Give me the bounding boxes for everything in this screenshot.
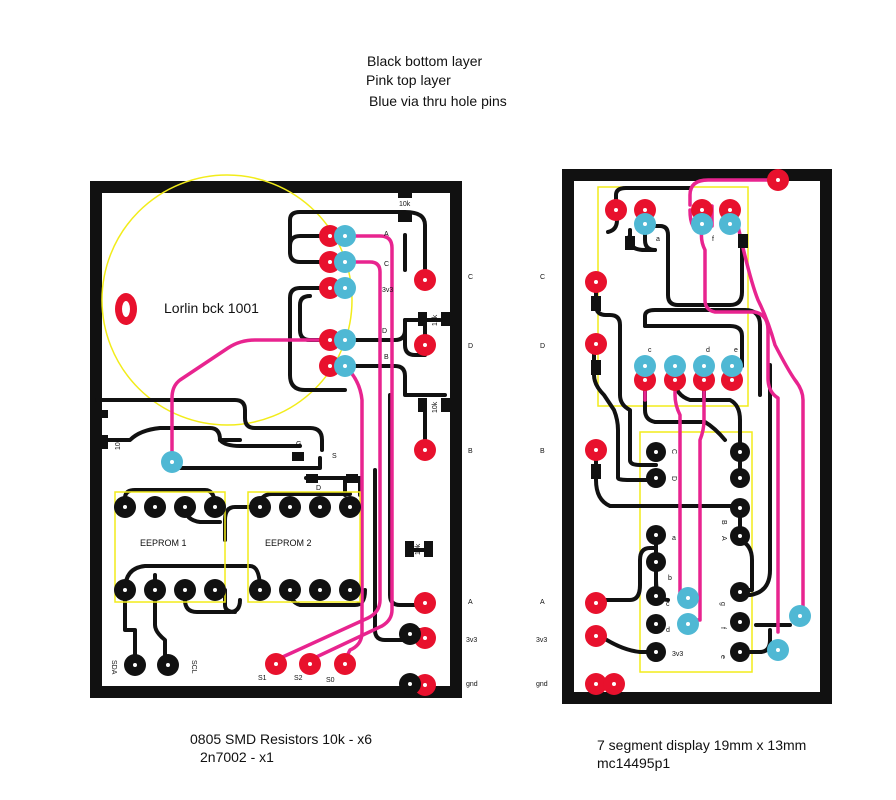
seg-label-d: d xyxy=(706,347,710,354)
chip-label-seg-c: c xyxy=(666,601,670,608)
potentiometer-outline xyxy=(101,174,353,426)
left-edge-label-d: D xyxy=(468,343,473,350)
eeprom-pads xyxy=(114,496,361,601)
left-edge-label-b: B xyxy=(468,448,473,455)
right-outer-label-b: B xyxy=(540,448,545,455)
net-label-a: A xyxy=(384,231,389,238)
chip-label-seg-f: f xyxy=(719,627,726,629)
seg-label-e: e xyxy=(734,347,738,354)
chip-label-seg-e: e xyxy=(719,655,726,659)
label-s1: S1 xyxy=(258,675,267,682)
label-s0: S0 xyxy=(326,677,335,684)
chip-label-seg-a: a xyxy=(672,535,676,542)
seg-label-f: f xyxy=(712,236,714,243)
resistor-label-b: 10k xyxy=(432,401,439,413)
left-blue-vias xyxy=(161,225,356,473)
label-s2: S2 xyxy=(294,675,303,682)
seg-label-b: b xyxy=(627,236,631,243)
right-outer-label-a: A xyxy=(540,599,545,606)
right-edge-labels: C D B A 3v3 gnd xyxy=(536,274,548,688)
seg-label-g: g xyxy=(740,236,744,243)
chip-label-d: D xyxy=(670,476,677,481)
legend-top-layer: Pink top layer xyxy=(366,72,451,88)
right-bottom-traces xyxy=(592,186,792,688)
chip-label-3v3: 3v3 xyxy=(672,651,683,658)
net-label-d-fet: D xyxy=(316,485,321,492)
left-black-pads xyxy=(124,623,421,695)
net-label-c: C xyxy=(384,261,389,268)
left-edge-label-3v3: 3v3 xyxy=(466,637,477,644)
legend-via-pins: Blue via thru hole pins xyxy=(369,93,507,109)
resistor-label-left: 10k xyxy=(115,438,122,450)
chip-label-seg-b: b xyxy=(668,575,672,582)
eeprom2-label: EEPROM 2 xyxy=(265,538,312,548)
eeprom1-label: EEPROM 1 xyxy=(140,538,187,548)
resistor-label-a: 10k xyxy=(415,543,422,555)
left-edge-label-c: C xyxy=(468,274,473,281)
net-label-3v3: 3v3 xyxy=(382,287,393,294)
smd-resistors xyxy=(98,188,450,557)
left-edge-labels: C D B A 3v3 gnd xyxy=(466,274,478,688)
right-caption-chip: mc14495p1 xyxy=(597,755,670,771)
right-outer-label-3v3: 3v3 xyxy=(536,637,547,644)
pot-mounting-hole xyxy=(122,301,130,317)
left-caption-mosfet: 2n7002 - x1 xyxy=(200,749,274,765)
right-caption-display: 7 segment display 19mm x 13mm xyxy=(597,737,806,753)
decoder-pads xyxy=(646,442,750,662)
right-outer-label-c: C xyxy=(540,274,545,281)
left-board-outline xyxy=(90,181,462,698)
left-caption-resistors: 0805 SMD Resistors 10k - x6 xyxy=(190,731,372,747)
chip-label-seg-g: g xyxy=(719,602,726,606)
left-edge-label-gnd: gnd xyxy=(466,681,478,688)
label-sda: SDA xyxy=(110,660,117,675)
left-edge-label-a: A xyxy=(468,599,473,606)
right-smd-resistors xyxy=(591,234,748,479)
chip-label-seg-d: d xyxy=(666,627,670,634)
chip-label-a: A xyxy=(720,536,727,541)
legend-bottom-layer: Black bottom layer xyxy=(367,53,482,69)
label-scl: SCL xyxy=(190,660,197,674)
resistor-label-d: 10k xyxy=(432,314,439,326)
right-board-outline xyxy=(562,169,832,704)
eeprom1-outline xyxy=(114,491,226,603)
seg-label-c: c xyxy=(648,347,652,354)
chip-label-b: B xyxy=(720,520,727,525)
right-outer-label-d: D xyxy=(540,343,545,350)
pot-label: Lorlin bck 1001 xyxy=(164,300,259,316)
left-board: Lorlin bck 1001 xyxy=(90,174,462,698)
net-label-d: D xyxy=(382,328,387,335)
net-label-g: G xyxy=(296,441,301,448)
seg-label-a: a xyxy=(656,236,660,243)
right-outer-label-gnd: gnd xyxy=(536,681,548,688)
chip-label-c: C xyxy=(670,449,677,454)
right-board: b a f g c d e C D B A a b c d g f e 3v3 xyxy=(562,169,832,704)
right-blue-vias xyxy=(634,213,811,661)
net-label-b: B xyxy=(384,354,389,361)
eeprom2-outline xyxy=(247,491,361,603)
resistor-label-top: 10k xyxy=(399,201,411,208)
net-label-s: S xyxy=(332,453,337,460)
